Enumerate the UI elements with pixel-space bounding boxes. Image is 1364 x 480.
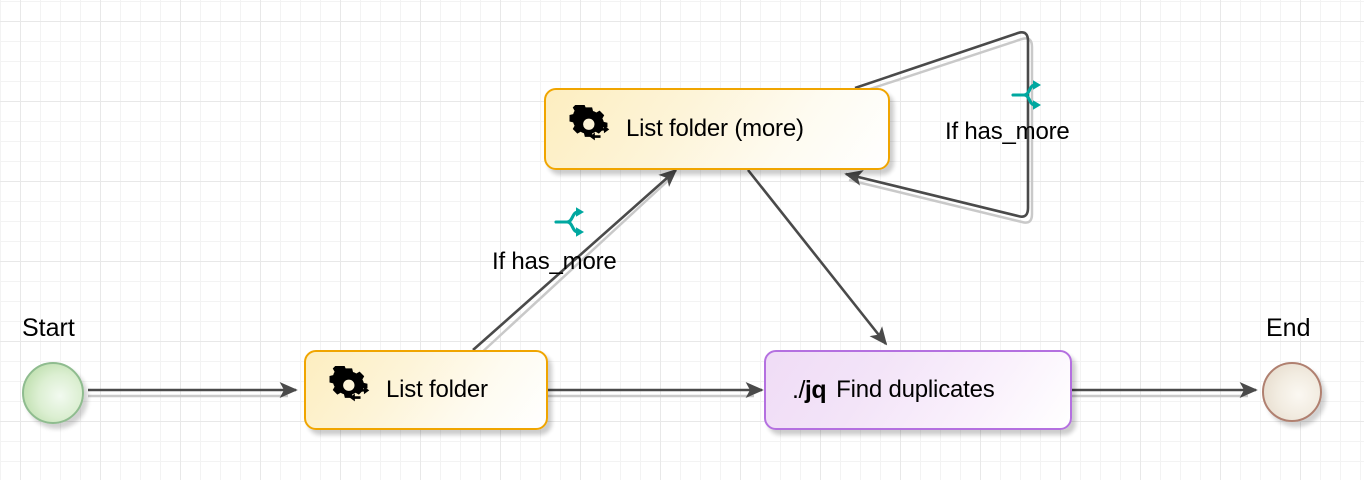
- end-node[interactable]: [1262, 362, 1322, 422]
- jq-icon-prefix: ./: [792, 375, 805, 404]
- edge-label-if-has-more-left: If has_more: [492, 248, 617, 275]
- edge-label-if-has-more-right: If has_more: [945, 118, 1070, 145]
- start-node[interactable]: [22, 362, 84, 424]
- node-list-folder-more[interactable]: List folder (more): [544, 88, 890, 170]
- branch-shuffle-icon: [554, 206, 592, 243]
- gear-arrows-icon: [568, 102, 612, 154]
- node-list-folder[interactable]: List folder: [304, 350, 548, 430]
- start-node-label: Start: [22, 314, 75, 342]
- node-label-find-duplicates: Find duplicates: [836, 376, 995, 403]
- end-node-label: End: [1266, 314, 1311, 342]
- node-label-list-folder-more: List folder (more): [626, 115, 804, 142]
- jq-icon-text: jq: [804, 375, 827, 404]
- branch-shuffle-icon: [1011, 79, 1049, 116]
- node-label-list-folder: List folder: [386, 376, 488, 403]
- gear-arrows-icon: [328, 363, 372, 415]
- node-find-duplicates[interactable]: ./jq Find duplicates: [764, 350, 1072, 430]
- jq-icon: ./jq: [792, 375, 827, 405]
